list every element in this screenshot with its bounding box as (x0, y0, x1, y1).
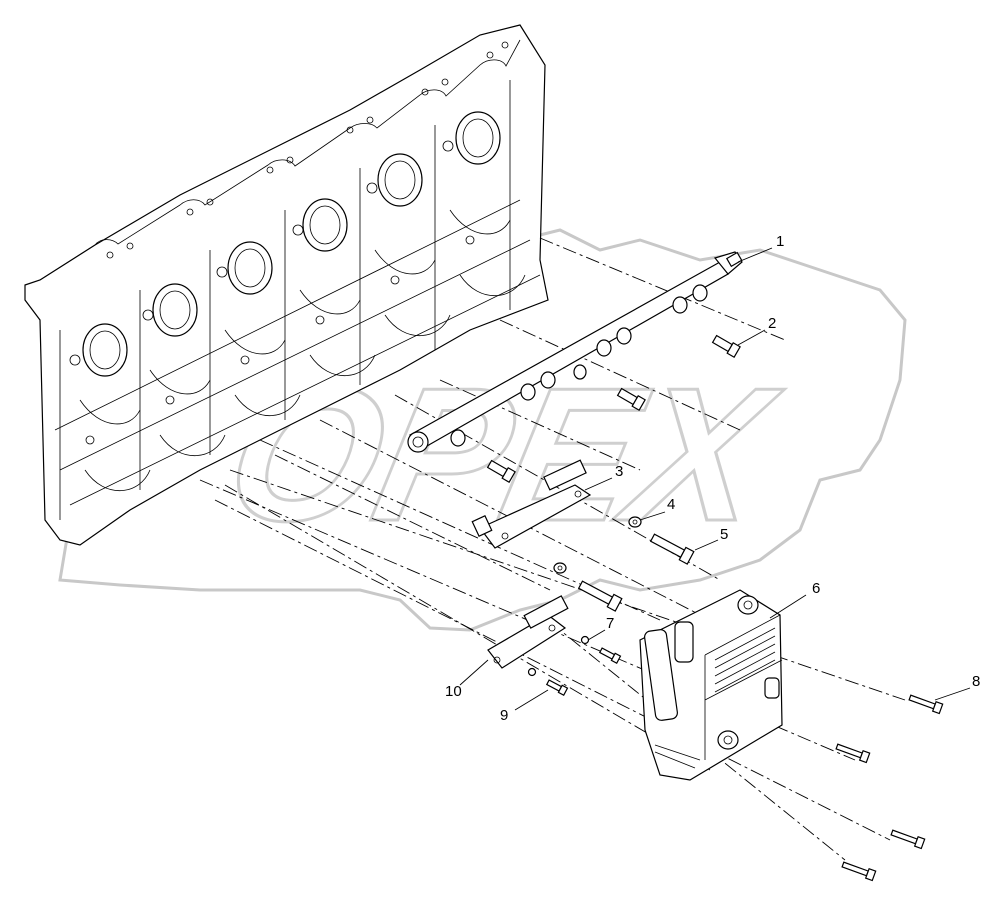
small-fasteners (527, 635, 622, 696)
callout-3: 3 (615, 463, 623, 480)
callout-9: 9 (500, 707, 508, 724)
callout-8: 8 (972, 673, 980, 690)
callout-10: 10 (445, 683, 462, 700)
engine-block (24, 24, 549, 546)
leader-lines (459, 247, 971, 711)
callout-6: 6 (812, 580, 820, 597)
bolt (486, 334, 741, 484)
washer (553, 516, 642, 574)
callout-5: 5 (720, 526, 728, 543)
callout-4: 4 (667, 496, 675, 513)
bolt (835, 694, 944, 882)
fuel-rail (407, 251, 743, 453)
callout-1: 1 (776, 233, 784, 250)
callout-2: 2 (768, 315, 776, 332)
callout-labels: 1 2 3 4 5 6 7 8 9 10 (445, 233, 980, 724)
bracket-upper (471, 459, 592, 549)
control-unit (639, 589, 783, 781)
bolt (577, 533, 695, 612)
callout-7: 7 (606, 615, 614, 632)
bracket-lower (487, 595, 569, 669)
